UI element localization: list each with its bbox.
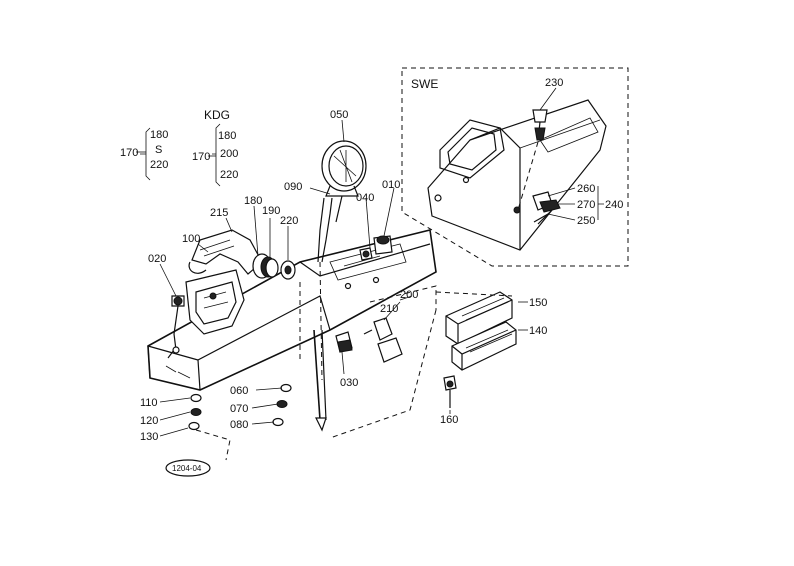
swe-inset-border xyxy=(401,67,629,267)
label-130: 130 xyxy=(140,431,158,443)
label-030: 030 xyxy=(340,377,358,389)
bracket-200 xyxy=(369,285,437,310)
label-020: 020 xyxy=(148,253,166,265)
label-220-left: 220 xyxy=(150,159,168,171)
label-215: 215 xyxy=(210,207,228,219)
label-190: 190 xyxy=(262,205,280,217)
label-100: 100 xyxy=(182,233,200,245)
label-150: 150 xyxy=(529,297,547,309)
part-230-cap xyxy=(513,109,548,214)
label-010: 010 xyxy=(382,179,400,191)
label-200-kdg: 200 xyxy=(220,148,238,160)
group-170-left: 170 180 S 220 xyxy=(120,127,168,181)
label-110: 110 xyxy=(140,397,158,409)
part-210-clip xyxy=(363,317,403,363)
part-050-gauge xyxy=(321,140,367,223)
label-180-left: 180 xyxy=(150,129,168,141)
group-170-kdg: KDG 170 180 200 220 xyxy=(192,108,238,187)
label-170-left: 170 xyxy=(120,147,138,159)
part-030-sensor xyxy=(335,331,353,353)
stamp-text: 1204-04 xyxy=(172,464,202,473)
label-140: 140 xyxy=(529,325,547,337)
label-270: 270 xyxy=(577,199,595,211)
leader-250 xyxy=(547,213,576,221)
label-060: 060 xyxy=(230,385,248,397)
label-250: 250 xyxy=(577,215,595,227)
part-washers-right xyxy=(272,383,292,427)
label-220-kdg: 220 xyxy=(220,169,238,181)
dash-150 xyxy=(435,291,513,297)
leader-260 xyxy=(547,187,576,197)
label-180-kdg: 180 xyxy=(218,130,236,142)
label-050: 050 xyxy=(330,109,348,121)
label-090: 090 xyxy=(284,181,302,193)
dash-lower xyxy=(329,309,437,439)
label-170-kdg: 170 xyxy=(192,151,210,163)
leader-lines xyxy=(159,119,528,437)
leader-230 xyxy=(539,87,557,111)
label-200: 200 xyxy=(400,289,418,301)
part-washers-left xyxy=(188,393,202,431)
label-160: 160 xyxy=(440,414,458,426)
kdg-title: KDG xyxy=(204,108,230,122)
label-260: 260 xyxy=(577,183,595,195)
label-120: 120 xyxy=(140,415,158,427)
dash-bottom-left xyxy=(195,429,231,461)
part-switch-group xyxy=(532,191,561,225)
label-070: 070 xyxy=(230,403,248,415)
part-rings xyxy=(252,253,296,280)
label-210: 210 xyxy=(380,303,398,315)
part-150-connector xyxy=(445,291,513,345)
part-090-cable xyxy=(321,197,333,263)
label-s-left: S xyxy=(155,144,162,156)
part-dipstick xyxy=(313,329,327,432)
part-010-knob xyxy=(359,235,393,261)
part-160-fitting xyxy=(443,375,457,408)
drawing-stamp: 1204-04 xyxy=(165,459,211,477)
label-220: 220 xyxy=(280,215,298,227)
label-080: 080 xyxy=(230,419,248,431)
bracket-240 xyxy=(597,186,604,220)
part-020-cleaner xyxy=(167,269,245,359)
label-230: 230 xyxy=(545,77,563,89)
swe-title: SWE xyxy=(411,77,438,91)
main-housing xyxy=(147,229,437,391)
label-180: 180 xyxy=(244,195,262,207)
swe-housing xyxy=(427,99,607,251)
part-140-connector xyxy=(451,321,517,371)
label-040: 040 xyxy=(356,192,374,204)
label-240: 240 xyxy=(605,199,623,211)
part-090-cable-b xyxy=(317,197,325,263)
